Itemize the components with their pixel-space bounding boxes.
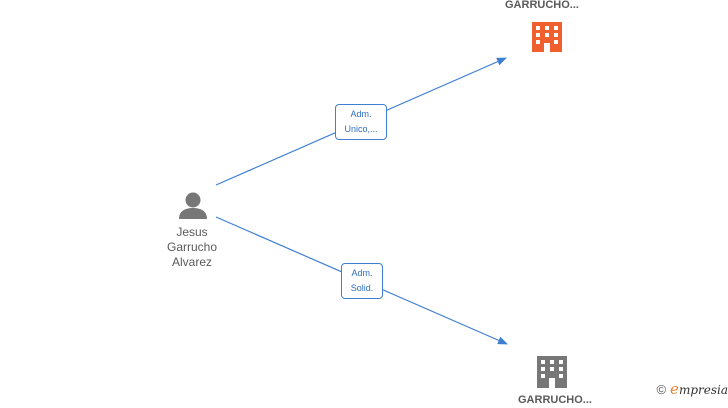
building-icon[interactable]: [532, 22, 562, 52]
copyright-icon: ©: [656, 381, 667, 397]
empresia-watermark[interactable]: © empresia: [656, 380, 728, 398]
brand-logo: empresia: [670, 380, 728, 398]
edge-label-line: Adm.: [351, 268, 373, 278]
building-icon[interactable]: [537, 356, 567, 388]
company-label-bottom[interactable]: GARRUCHO...: [518, 394, 592, 406]
person-icon[interactable]: [179, 192, 207, 220]
person-name[interactable]: Jesus Garrucho Alvarez: [160, 225, 224, 270]
edge-label-top[interactable]: Adm. Unico,...: [335, 104, 387, 140]
edge-label-line: Solid.: [350, 283, 374, 293]
edge-label-line: Unico,...: [344, 124, 378, 134]
edge-label-line: Adm.: [350, 109, 372, 119]
person-name-line: Alvarez: [171, 255, 212, 269]
person-name-line: Garrucho: [166, 240, 218, 254]
company-label-top[interactable]: GARRUCHO...: [505, 0, 579, 11]
edge-label-bottom[interactable]: Adm. Solid.: [341, 263, 383, 299]
person-name-line: Jesus: [176, 225, 208, 239]
